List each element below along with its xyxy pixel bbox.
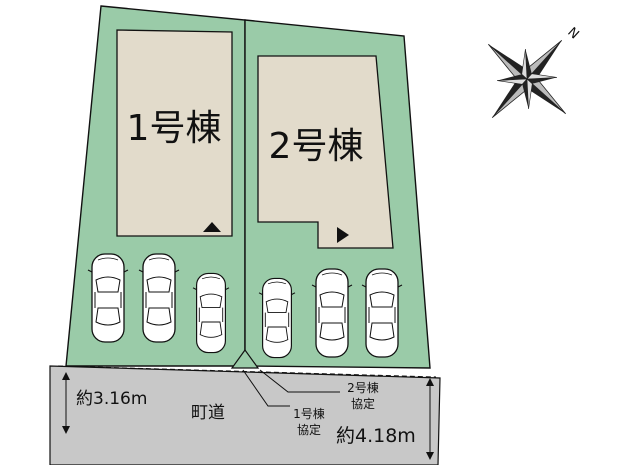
leader-line-lot2 bbox=[259, 369, 340, 393]
house-2-footprint bbox=[257, 55, 394, 249]
road-width-left: 約3.16m bbox=[76, 389, 147, 409]
agreement-triangle bbox=[230, 348, 260, 369]
compass-rose bbox=[488, 40, 566, 118]
parking-car-2 bbox=[138, 253, 180, 343]
entrance-marker-2 bbox=[337, 227, 349, 243]
dimension-left bbox=[62, 372, 70, 434]
entrance-marker-1 bbox=[203, 222, 221, 232]
house-1-label: 1号棟 bbox=[127, 108, 222, 149]
agreement-label-lot1: 1号棟協定 bbox=[293, 406, 325, 437]
dimension-right bbox=[426, 378, 434, 460]
parking-car-3 bbox=[192, 272, 230, 354]
agreement-label-line: 2号棟 bbox=[347, 380, 379, 395]
house-2-label: 2号棟 bbox=[269, 126, 364, 167]
leader-line-lot1 bbox=[242, 369, 290, 407]
north-label: N bbox=[564, 25, 581, 43]
parking-car-5 bbox=[311, 268, 353, 358]
agreement-label-line: 協定 bbox=[351, 396, 375, 411]
road-width-right: 約4.18m bbox=[336, 425, 416, 447]
lot-2: 2号棟 bbox=[244, 19, 431, 369]
road-name: 町道 bbox=[191, 403, 225, 423]
road-boundary-line bbox=[57, 365, 437, 378]
lot-1: 1号棟 bbox=[65, 5, 246, 367]
agreement-label-line: 協定 bbox=[297, 422, 321, 437]
agreement-label-line: 1号棟 bbox=[293, 406, 325, 421]
road bbox=[49, 365, 441, 465]
parking-car-4 bbox=[258, 277, 296, 359]
agreement-label-lot2: 2号棟協定 bbox=[347, 380, 379, 411]
house-1-footprint bbox=[116, 29, 233, 237]
parking-car-1 bbox=[87, 253, 129, 343]
parking-car-6 bbox=[361, 268, 403, 358]
